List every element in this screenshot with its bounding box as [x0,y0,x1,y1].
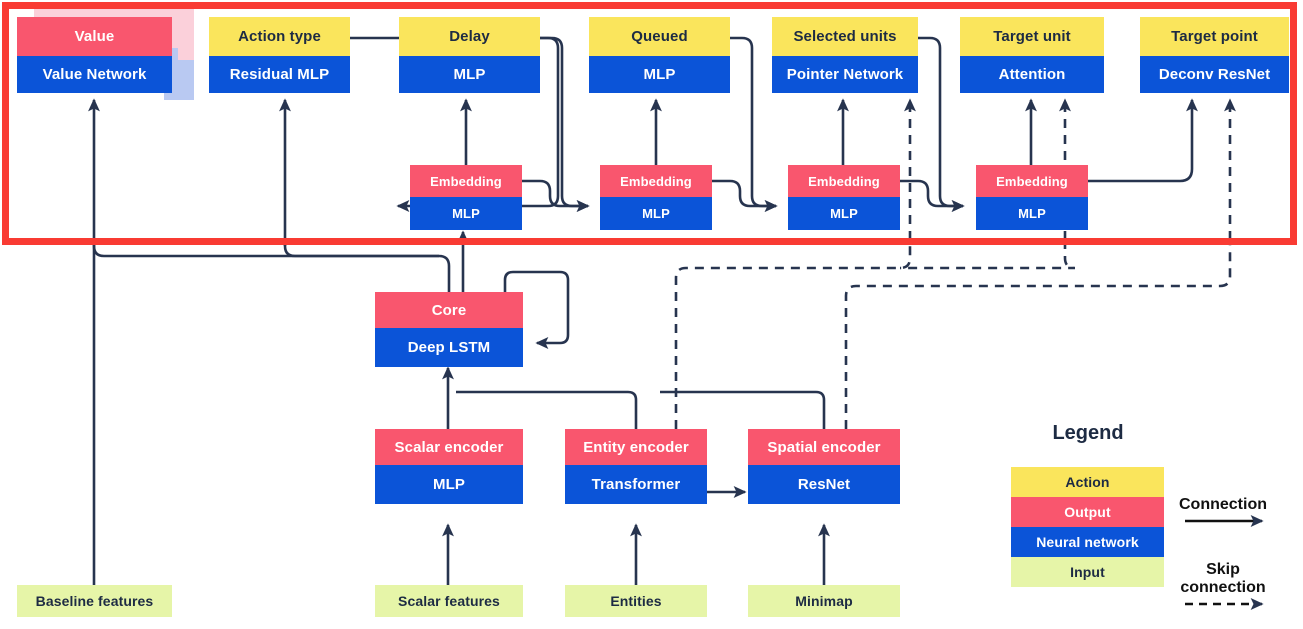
embedding-selected-units[interactable]: Embedding MLP [976,165,1088,230]
wire-core-branch-dummy [285,256,459,266]
embedding-action-type-network: MLP [410,197,522,230]
wire-embedding2-to-embedding3 [712,179,778,212]
wire-core-to-residual-mlp-seg [283,240,439,258]
encoder-entity[interactable]: Entity encoder Transformer [565,429,707,504]
encoder-spatial-network: ResNet [748,465,900,504]
embedding-selected-units-network: MLP [976,197,1088,230]
core-block[interactable]: Core Deep LSTM [375,292,523,367]
encoder-scalar-output: Scalar encoder [375,429,523,465]
head-target-point[interactable]: Target point Deconv ResNet [1140,17,1289,93]
embedding-queued-output: Embedding [788,165,900,197]
skip-entity-branch-to-target-unit [900,240,1076,270]
wire-delay-to-embedding2 [540,36,590,212]
legend-swatch-input: Input [1011,557,1164,587]
wire-entity-encoder-to-core [456,390,638,429]
wire-core-to-value-network [92,240,451,292]
input-scalar-features-label: Scalar features [375,585,523,617]
skip-entity-trunk [674,240,912,429]
head-target-point-action: Target point [1140,17,1289,56]
wire-core-top-riser-hidden [462,252,472,292]
input-minimap[interactable]: Minimap [748,585,900,617]
head-value-network: Value Network [17,56,172,93]
head-target-point-network: Deconv ResNet [1140,56,1289,93]
legend-swatch-stack: Action Output Neural network Input [1011,467,1164,587]
input-entities[interactable]: Entities [565,585,707,617]
wire-selected-units-to-embedding4 [918,36,965,212]
head-action-type-network: Residual MLP [209,56,350,93]
head-value[interactable]: Value Value Network [17,17,172,93]
embedding-delay-output: Embedding [600,165,712,197]
embedding-queued-network: MLP [788,197,900,230]
input-baseline-features-label: Baseline features [17,585,172,617]
skip-connection-group [674,98,1236,429]
input-minimap-label: Minimap [748,585,900,617]
head-action-type[interactable]: Action type Residual MLP [209,17,350,93]
head-queued[interactable]: Queued MLP [589,17,730,93]
wire-embedding3-to-embedding4 [900,179,965,212]
encoder-entity-output: Entity encoder [565,429,707,465]
head-queued-action: Queued [589,17,730,56]
core-output-label: Core [375,292,523,328]
embedding-delay[interactable]: Embedding MLP [600,165,712,230]
legend-skip-connection-label: Skip connection [1180,561,1266,597]
legend-connection-label: Connection [1179,496,1267,513]
core-network-label: Deep LSTM [375,328,523,367]
head-target-unit-action: Target unit [960,17,1104,56]
skip-spatial-trunk [844,240,1232,429]
input-entities-label: Entities [565,585,707,617]
embedding-selected-units-output: Embedding [976,165,1088,197]
head-selected-units[interactable]: Selected units Pointer Network [772,17,918,93]
embedding-action-type[interactable]: Embedding MLP [410,165,522,230]
legend-swatch-neural-network: Neural network [1011,527,1164,557]
encoder-entity-network: Transformer [565,465,707,504]
encoder-spatial-output: Spatial encoder [748,429,900,465]
head-queued-network: MLP [589,56,730,93]
encoder-spatial[interactable]: Spatial encoder ResNet [748,429,900,504]
embedding-queued[interactable]: Embedding MLP [788,165,900,230]
encoder-scalar[interactable]: Scalar encoder MLP [375,429,523,504]
head-value-action: Value [17,17,172,56]
encoder-scalar-network: MLP [375,465,523,504]
legend-swatch-action: Action [1011,467,1164,497]
legend-title: Legend [1052,422,1124,444]
wire-embedding4-to-target-point [1088,98,1198,183]
wire-queued-to-embedding3 [730,36,778,212]
wire-spatial-encoder-to-core [660,390,826,429]
head-delay-action: Delay [399,17,540,56]
wire-embedding1-to-embedding2 [522,179,590,212]
head-selected-units-network: Pointer Network [772,56,918,93]
head-delay[interactable]: Delay MLP [399,17,540,93]
head-target-unit[interactable]: Target unit Attention [960,17,1104,93]
head-selected-units-action: Selected units [772,17,918,56]
legend-swatch-output: Output [1011,497,1164,527]
embedding-action-type-output: Embedding [410,165,522,197]
head-action-type-action: Action type [209,17,350,56]
input-baseline-features[interactable]: Baseline features [17,585,172,617]
embedding-delay-network: MLP [600,197,712,230]
head-delay-network: MLP [399,56,540,93]
head-target-unit-network: Attention [960,56,1104,93]
input-scalar-features[interactable]: Scalar features [375,585,523,617]
